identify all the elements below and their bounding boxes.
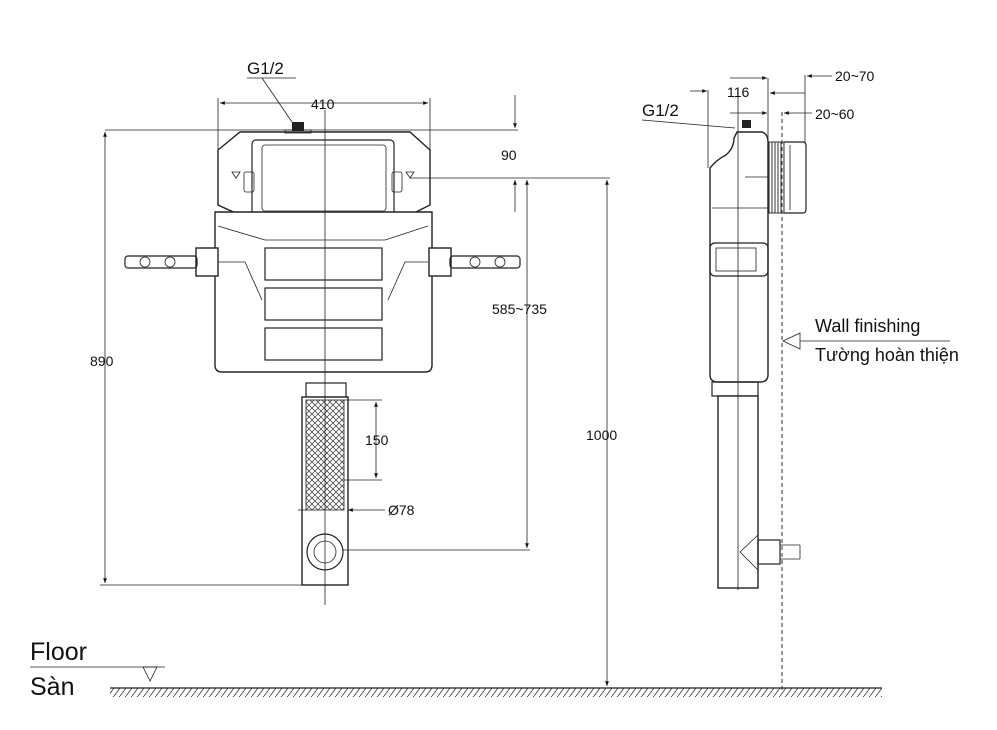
side-view: G1/2 116 20~70 20~60 Wall finishing Tườn…: [641, 68, 959, 690]
right-bracket: [428, 247, 521, 277]
side-inlet-label: G1/2: [642, 101, 679, 120]
floor: Floor Sàn: [30, 638, 882, 701]
side-cistern-body: [709, 131, 769, 383]
depth-dimension: 116: [727, 84, 750, 100]
height-dimension: 890: [90, 353, 114, 369]
wall-label-en: Wall finishing: [815, 316, 920, 336]
floor-label-vi: Sàn: [30, 673, 74, 701]
panel-3: [264, 327, 383, 361]
front-view: G1/2 410 90 890 585~735 150 Ø78 1000: [90, 59, 617, 686]
top-offset-dimension: 90: [501, 147, 517, 163]
side-outlet-collar: [711, 381, 759, 397]
pipe-section-dimension: 150: [365, 432, 389, 448]
flange-ribbed: [768, 141, 785, 214]
width-dimension: 410: [311, 96, 335, 112]
side-outlet-spigot: [757, 539, 781, 565]
flange-range-inner: 20~60: [815, 106, 855, 122]
floor-height-dimension: 1000: [586, 427, 617, 443]
panel-2: [264, 287, 383, 321]
floor-label-en: Floor: [30, 638, 87, 666]
side-inlet-connector: [742, 120, 751, 128]
outlet-collar: [305, 382, 347, 398]
inlet-connector: [292, 122, 304, 131]
outlet-range-dimension: 585~735: [492, 301, 547, 317]
floor-level-marker: [142, 666, 158, 682]
panel-1: [264, 247, 383, 281]
flange-range-outer: 20~70: [835, 68, 875, 84]
left-bracket: [124, 247, 219, 277]
cistern-lower-body: [214, 211, 433, 373]
inlet-label: G1/2: [247, 59, 284, 78]
wall-label-vi: Tường hoàn thiện: [815, 345, 959, 365]
side-bracket: [709, 242, 769, 277]
floor-hatching: [110, 688, 882, 697]
pipe-diameter-dimension: Ø78: [388, 502, 415, 518]
cistern-upper-body: [217, 131, 431, 216]
